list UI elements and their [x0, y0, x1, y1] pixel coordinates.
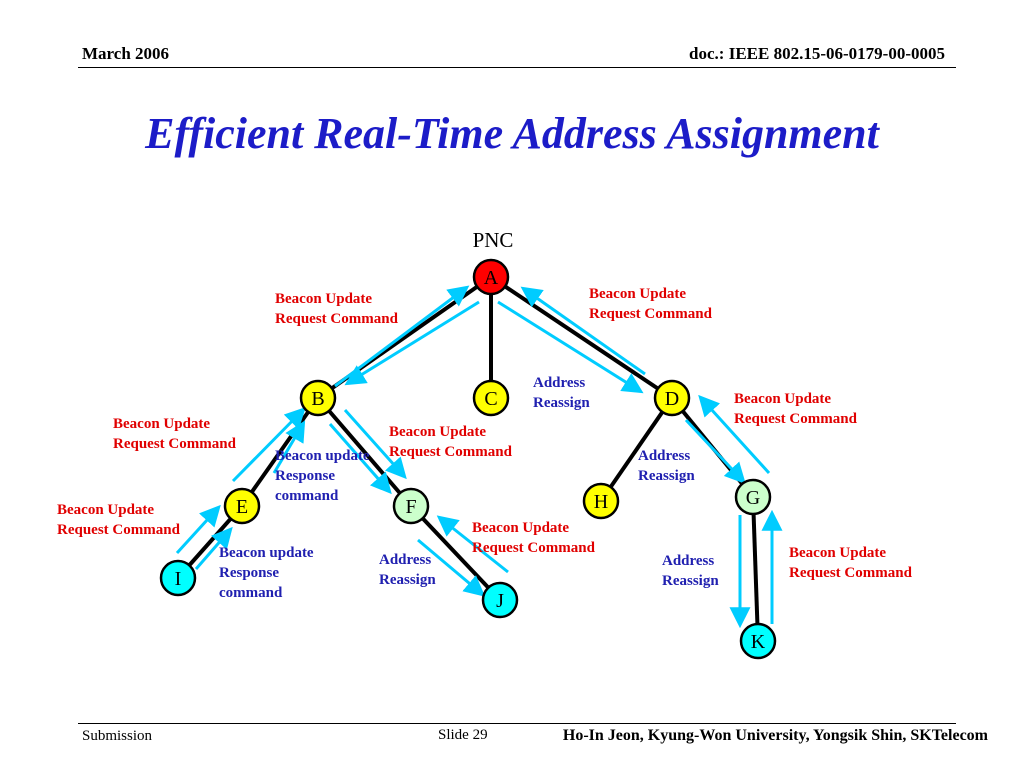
node-h-label: H: [594, 491, 608, 513]
label-line: Address: [533, 375, 585, 391]
node-j: [481, 581, 519, 619]
footer-authors: Ho-In Jeon, Kyung-Won University, Yongsi…: [562, 727, 988, 744]
arrow-b-to-e: [272, 420, 306, 474]
node-i: [159, 559, 197, 597]
label-line: Request Command: [389, 444, 513, 460]
label-line: Beacon Update: [275, 291, 372, 307]
footer-slide-number: Slide 29: [438, 727, 488, 743]
arrow-e-to-i: [194, 526, 233, 570]
label-line: Request Command: [472, 540, 596, 556]
label-line: Request Command: [275, 311, 399, 327]
label-line: Request Command: [113, 436, 237, 452]
pnc-label: PNC: [473, 228, 514, 252]
arrow-g-to-d: [698, 394, 771, 475]
node-e-label: E: [236, 496, 248, 518]
label-line: Reassign: [533, 395, 590, 411]
node-b-label: B: [311, 388, 324, 410]
label-line: Request Command: [57, 522, 181, 538]
label-line: Response: [219, 565, 279, 581]
label-line: Address: [638, 448, 690, 464]
label-line: command: [275, 488, 339, 504]
footer-submission: Submission: [82, 728, 153, 744]
edge-b-f: [316, 396, 413, 508]
arrow-b-to-f: [328, 423, 392, 495]
arrow-d-to-g: [684, 418, 746, 485]
label-line: Reassign: [638, 468, 695, 484]
node-k: [739, 622, 777, 660]
node-i-label: I: [175, 568, 182, 590]
arrow-a-to-d: [497, 300, 644, 394]
node-h: [582, 482, 620, 520]
node-f-label: F: [405, 496, 416, 518]
node-c-label: C: [484, 388, 497, 410]
arrow-f-to-j: [417, 538, 486, 597]
header-doc-id: doc.: IEEE 802.15-06-0179-00-0005: [689, 44, 945, 63]
node-c: [472, 379, 510, 417]
label-line: Beacon Update: [472, 520, 569, 536]
label-line: Response: [275, 468, 335, 484]
header-date: March 2006: [82, 44, 170, 63]
label-line: Reassign: [662, 573, 719, 589]
label-line: Beacon update: [219, 545, 314, 561]
edge-d-h: [599, 396, 674, 503]
node-g-label: G: [746, 487, 760, 509]
label-line: Beacon Update: [589, 286, 686, 302]
node-j-label: J: [496, 590, 504, 612]
label-line: Reassign: [379, 572, 436, 588]
arrow-d-to-a: [520, 286, 646, 376]
label-line: Beacon Update: [734, 391, 831, 407]
header-rule: [78, 67, 956, 68]
edge-g-k: [751, 496, 760, 642]
arrow-a-to-b: [344, 300, 480, 386]
slide-title: Efficient Real-Time Address Assignment: [145, 109, 879, 158]
node-a: [472, 258, 510, 296]
node-e: [223, 487, 261, 525]
node-b: [299, 379, 337, 417]
arrow-j-to-f: [436, 515, 509, 574]
label-line: Beacon Update: [113, 416, 210, 432]
node-d-label: D: [665, 388, 679, 410]
label-line: Beacon update: [275, 448, 370, 464]
node-k-label: K: [751, 631, 766, 653]
label-line: Address: [662, 553, 714, 569]
footer-rule: [78, 723, 956, 724]
node-a-label: A: [484, 267, 499, 289]
label-line: Request Command: [734, 411, 858, 427]
label-line: Address: [379, 552, 431, 568]
label-line: Request Command: [789, 565, 913, 581]
label-line: Beacon Update: [57, 502, 154, 518]
node-f: [392, 487, 430, 525]
node-d: [653, 379, 691, 417]
label-line: command: [219, 585, 283, 601]
arrow-i-to-e: [175, 504, 221, 555]
label-line: Beacon Update: [389, 424, 486, 440]
label-line: Beacon Update: [789, 545, 886, 561]
node-g: [734, 478, 772, 516]
arrow-f-to-b: [343, 409, 407, 480]
label-line: Request Command: [589, 306, 713, 322]
